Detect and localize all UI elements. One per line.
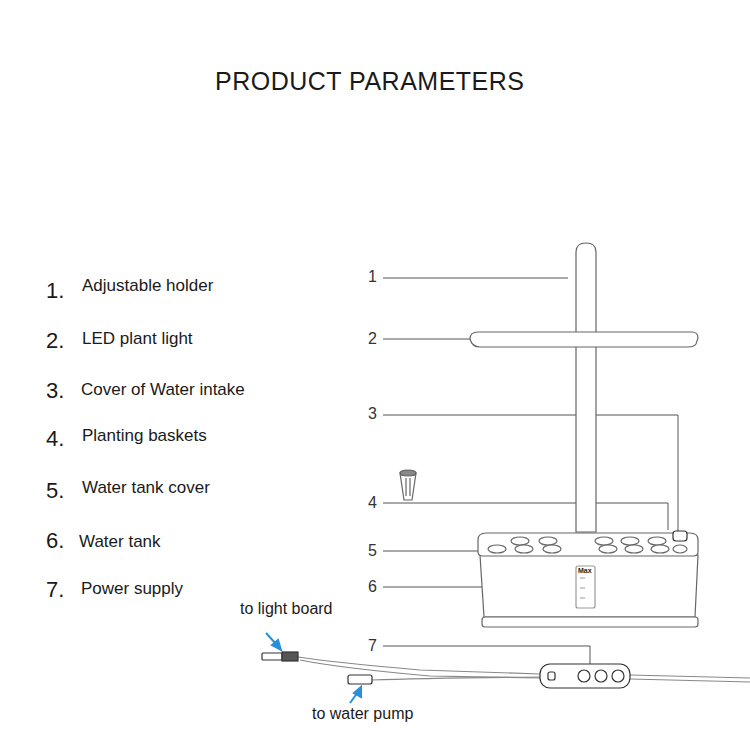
list-number: 2. (46, 329, 64, 353)
part-name: Water tank (79, 533, 161, 552)
list-number: 7. (46, 578, 64, 602)
part-name: LED plant light (82, 330, 193, 349)
callout-number: 2 (368, 330, 377, 348)
part-name: Planting baskets (82, 427, 207, 446)
list-number: 1. (46, 279, 64, 303)
title: PRODUCT PARAMETERS (215, 68, 525, 96)
part-name: Cover of Water intake (81, 381, 245, 400)
wire-label: to water pump (312, 705, 413, 723)
scale-mark: Max (578, 567, 592, 575)
list-number: 5. (46, 479, 64, 503)
callout-number: 1 (368, 268, 377, 286)
callout-number: 3 (368, 405, 377, 423)
part-name: Power supply (81, 580, 183, 599)
part-name: Water tank cover (82, 479, 210, 498)
part-name: Adjustable holder (82, 277, 213, 296)
callout-number: 7 (368, 637, 377, 655)
list-number: 6. (46, 529, 64, 553)
callout-number: 5 (368, 542, 377, 560)
wire-label: to light board (240, 600, 333, 618)
callout-number: 4 (368, 494, 377, 512)
callout-number: 6 (368, 578, 377, 596)
list-number: 4. (46, 427, 64, 451)
list-number: 3. (46, 379, 64, 403)
